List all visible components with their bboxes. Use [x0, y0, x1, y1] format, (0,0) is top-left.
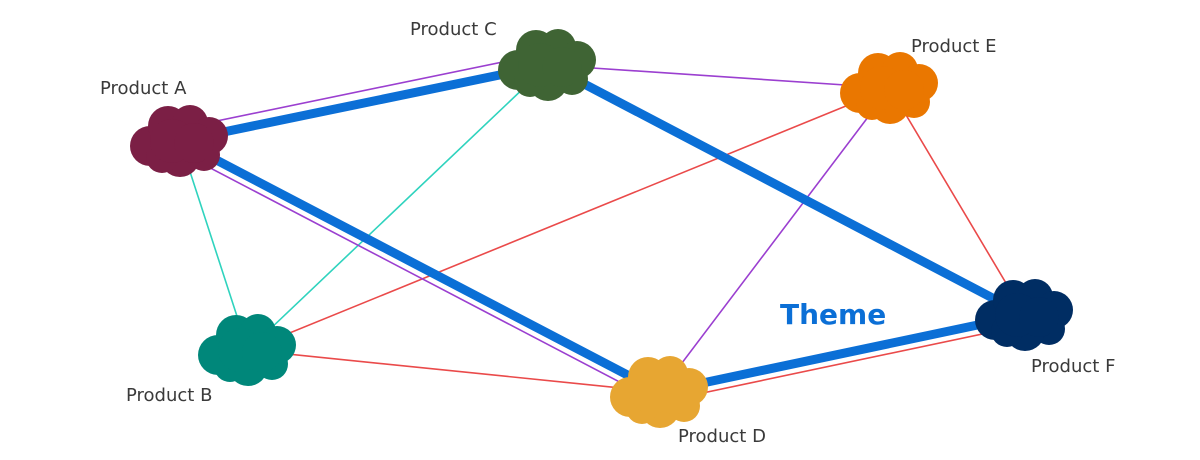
- edge-c-e-purple: [547, 64, 891, 89]
- product-a-label: Product A: [100, 78, 187, 99]
- edge-e-b-red: [247, 87, 891, 351]
- product-c-label: Product C: [410, 19, 497, 40]
- edge-d-f-theme: [655, 310, 1030, 397]
- labels-layer: Product A Product B Product C Product D …: [100, 19, 1115, 447]
- product-d-cloud-icon: [610, 356, 708, 428]
- product-e-cloud-icon: [840, 52, 938, 124]
- edge-a-c-theme: [175, 60, 553, 146]
- edge-a-c-purple: [177, 52, 547, 130]
- product-c-cloud-icon: [498, 29, 596, 101]
- edge-c-f-theme: [543, 60, 1030, 320]
- theme-label: Theme: [780, 298, 886, 331]
- product-f-cloud-icon: [975, 279, 1073, 351]
- edges-layer: [173, 52, 1030, 403]
- edge-b-d-red: [247, 349, 661, 393]
- edge-a-d-purple: [173, 148, 655, 401]
- product-b-cloud-icon: [198, 314, 296, 386]
- edge-e-f-red: [889, 87, 1026, 316]
- product-f-label: Product F: [1031, 356, 1115, 377]
- edge-e-d-purple: [659, 87, 891, 393]
- product-d-label: Product D: [678, 426, 766, 447]
- product-e-label: Product E: [911, 36, 996, 57]
- edge-b-c-teal: [247, 64, 549, 351]
- edge-a-d-theme: [175, 136, 665, 397]
- edge-d-f-red: [659, 324, 1026, 403]
- nodes-layer: [130, 29, 1073, 428]
- product-a-cloud-icon: [130, 105, 228, 177]
- product-b-label: Product B: [126, 385, 212, 406]
